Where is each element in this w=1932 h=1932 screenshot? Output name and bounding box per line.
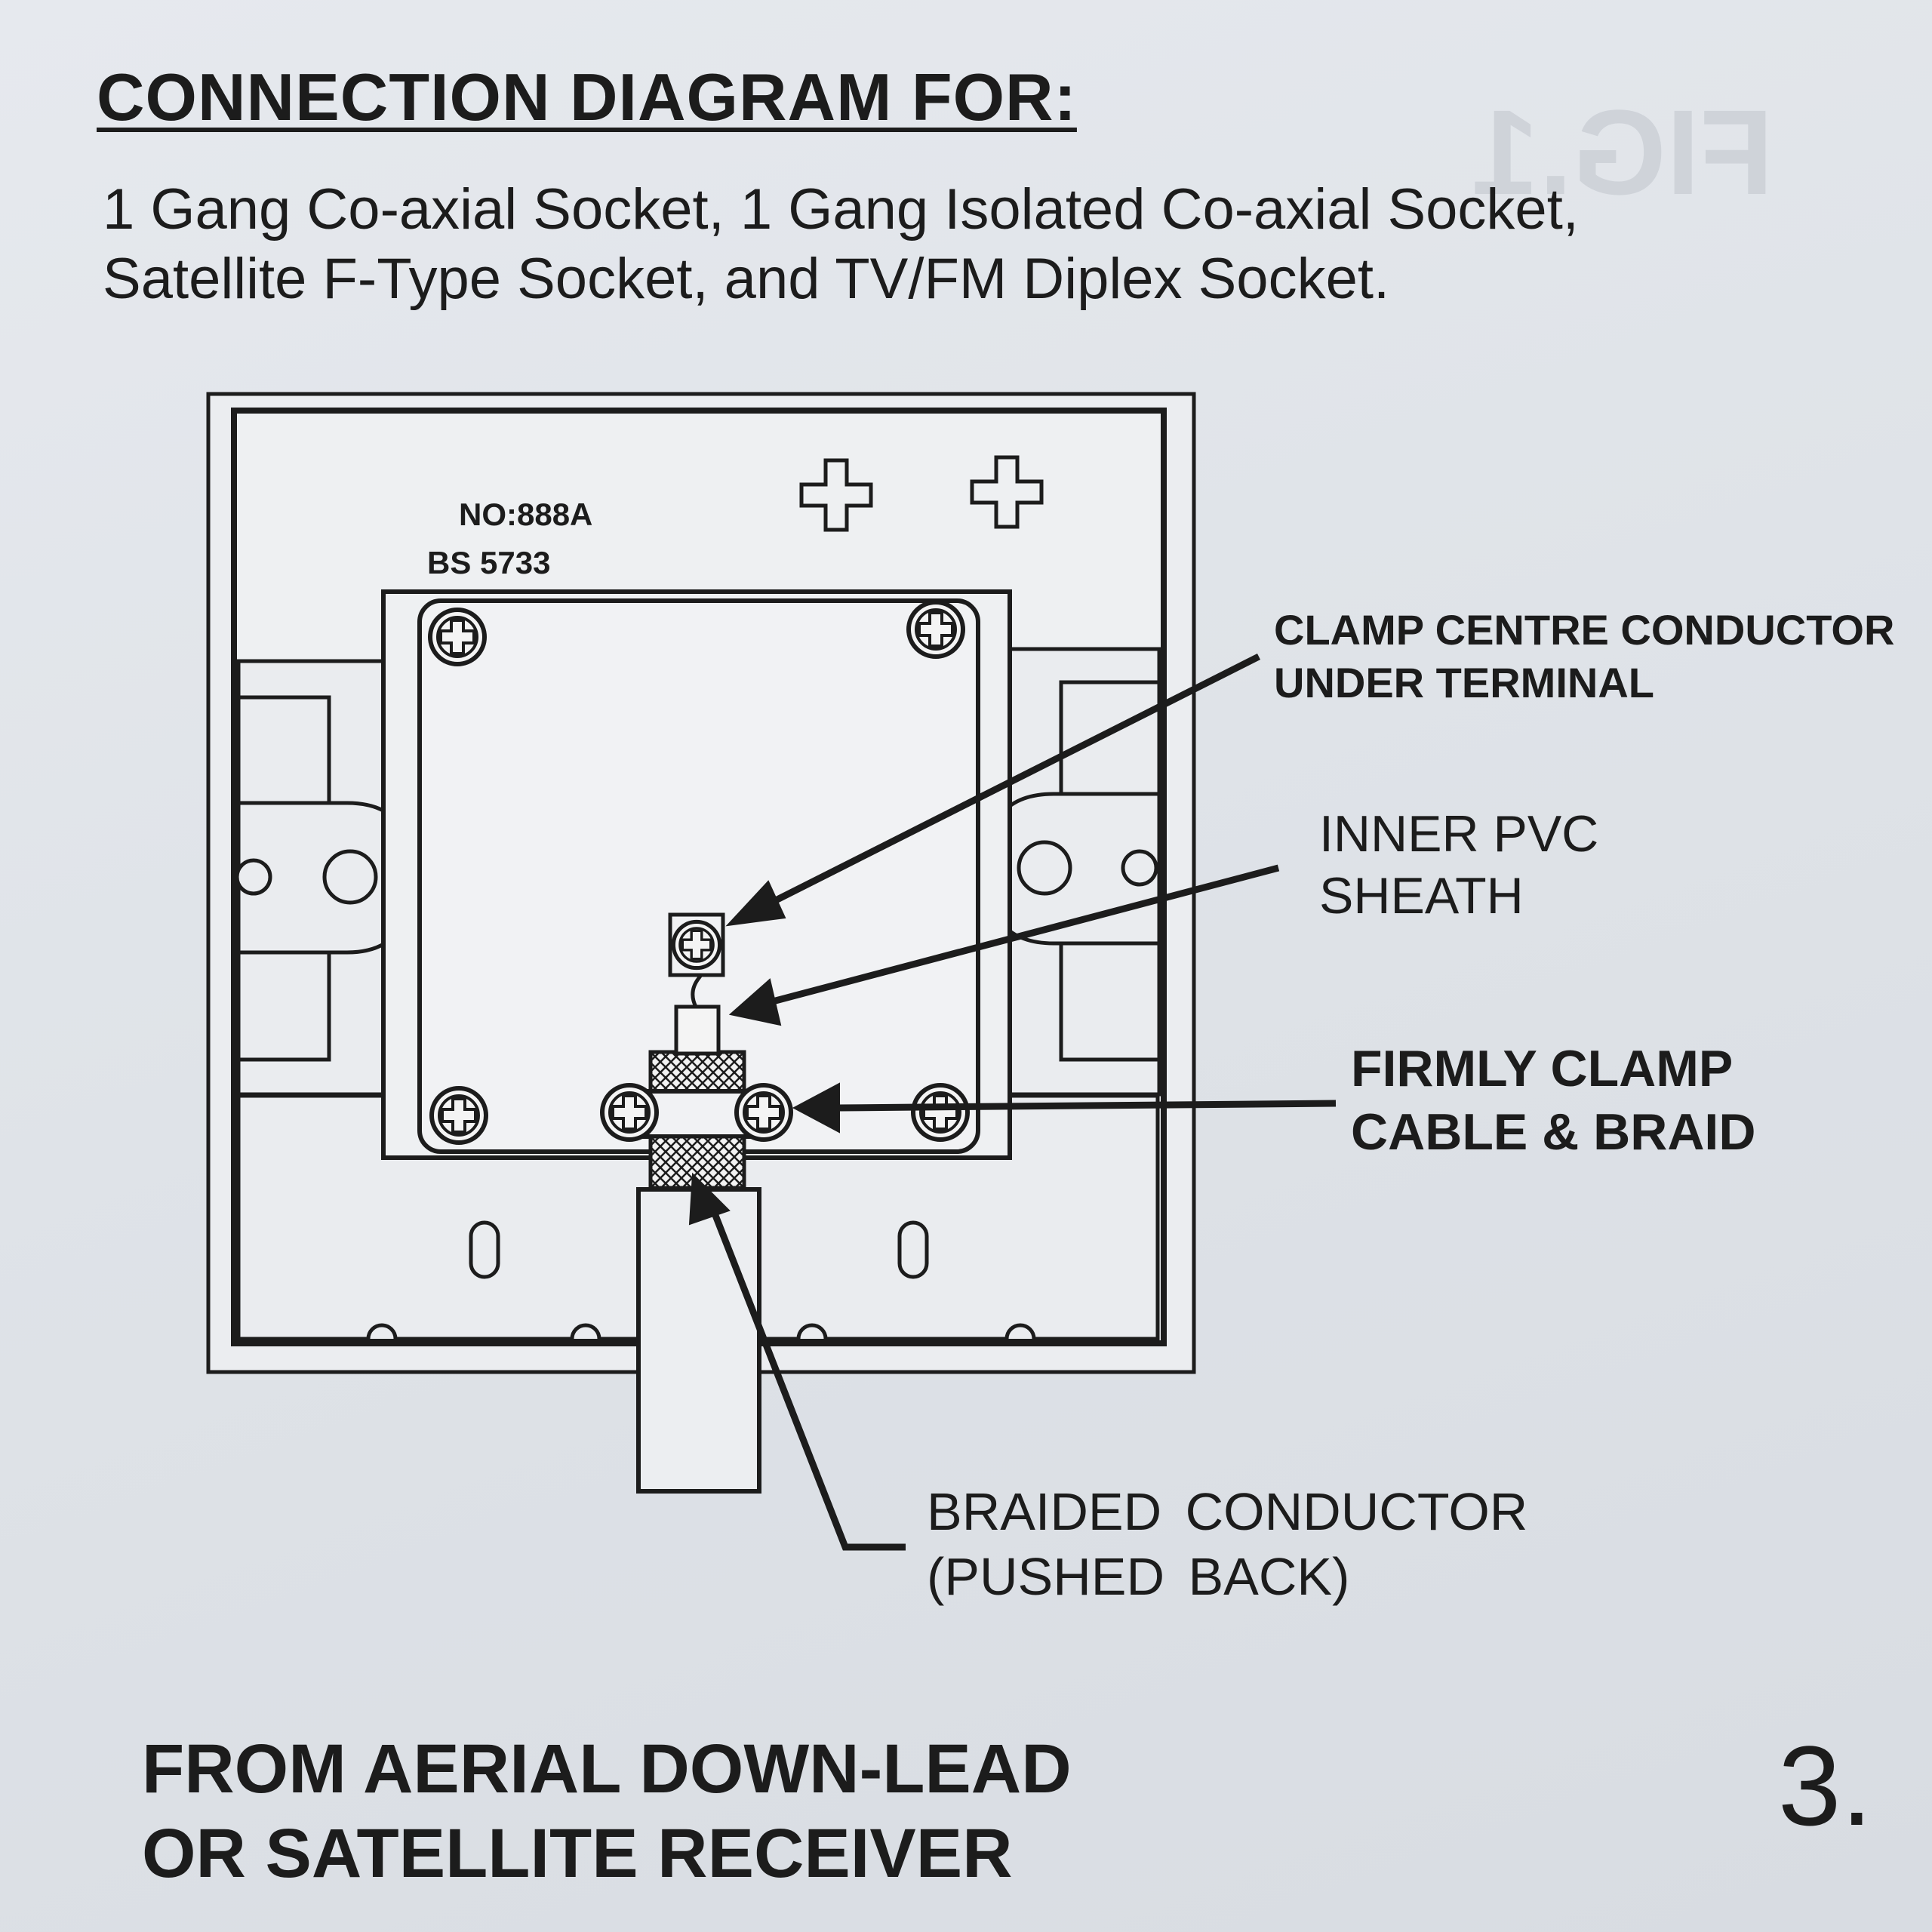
label-inner-pvc-line-1: INNER PVC bbox=[1319, 805, 1599, 863]
arrowhead-inner-pvc bbox=[728, 978, 782, 1026]
arrow-firmly-clamp bbox=[837, 1100, 1337, 1112]
subtitle: 1 Gang Co-axial Socket, 1 Gang Isolated … bbox=[103, 175, 1579, 314]
label-firmly-clamp-line-2: CABLE & BRAID bbox=[1351, 1103, 1756, 1161]
label-inner-pvc-line-2: SHEATH bbox=[1319, 867, 1524, 924]
label-firmly-clamp-line-1: FIRMLY CLAMP bbox=[1351, 1040, 1734, 1097]
label-clamp-centre-line-2: UNDER TERMINAL bbox=[1274, 659, 1654, 706]
coaxial-cable bbox=[636, 1187, 761, 1494]
arrow-braided bbox=[706, 1198, 906, 1551]
cable-source-line-1: FROM AERIAL DOWN-LEAD bbox=[142, 1730, 1072, 1807]
arrowhead-braided bbox=[688, 1172, 731, 1226]
page-number: 3. bbox=[1778, 1722, 1873, 1849]
arrowhead-firmly-clamp bbox=[792, 1082, 840, 1134]
label-clamp-centre-conductor: CLAMP CENTRE CONDUCTOR UNDER TERMINAL bbox=[1274, 604, 1894, 709]
leader-arrows bbox=[688, 653, 1337, 1551]
label-firmly-clamp: FIRMLY CLAMP CABLE & BRAID bbox=[1351, 1037, 1755, 1164]
clamp-screw-right bbox=[737, 1085, 791, 1140]
label-braided-line-2: (PUSHED BACK) bbox=[927, 1547, 1350, 1606]
arrow-clamp-centre bbox=[760, 653, 1261, 911]
inner-pvc-sheath bbox=[674, 1004, 721, 1056]
label-braided-conductor: BRAIDED CONDUCTOR (PUSHED BACK) bbox=[927, 1479, 1527, 1609]
subtitle-line-2: Satellite F-Type Socket, and TV/FM Diple… bbox=[103, 247, 1390, 311]
subtitle-line-1: 1 Gang Co-axial Socket, 1 Gang Isolated … bbox=[103, 177, 1579, 242]
arrowhead-clamp-centre bbox=[725, 880, 786, 927]
corner-screw-bottom-left bbox=[432, 1088, 486, 1143]
corner-screw-bottom-right bbox=[913, 1085, 968, 1140]
corner-screw-top-left bbox=[430, 610, 485, 664]
cable-source-line-2: OR SATELLITE RECEIVER bbox=[142, 1815, 1013, 1892]
cable-source-label: FROM AERIAL DOWN-LEAD OR SATELLITE RECEI… bbox=[142, 1727, 1072, 1896]
standard-number: BS 5733 bbox=[427, 545, 550, 580]
corner-screw-top-right bbox=[909, 602, 963, 657]
centre-terminal bbox=[668, 912, 725, 977]
label-braided-line-1: BRAIDED CONDUCTOR bbox=[927, 1482, 1528, 1541]
clamp-screw-left bbox=[602, 1085, 657, 1140]
model-number: NO:888A bbox=[459, 497, 592, 532]
label-inner-pvc-sheath: INNER PVC SHEATH bbox=[1319, 803, 1598, 927]
arrow-inner-pvc bbox=[768, 864, 1280, 1006]
label-clamp-centre-line-1: CLAMP CENTRE CONDUCTOR bbox=[1274, 606, 1895, 654]
page-title: CONNECTION DIAGRAM FOR: bbox=[97, 60, 1077, 134]
